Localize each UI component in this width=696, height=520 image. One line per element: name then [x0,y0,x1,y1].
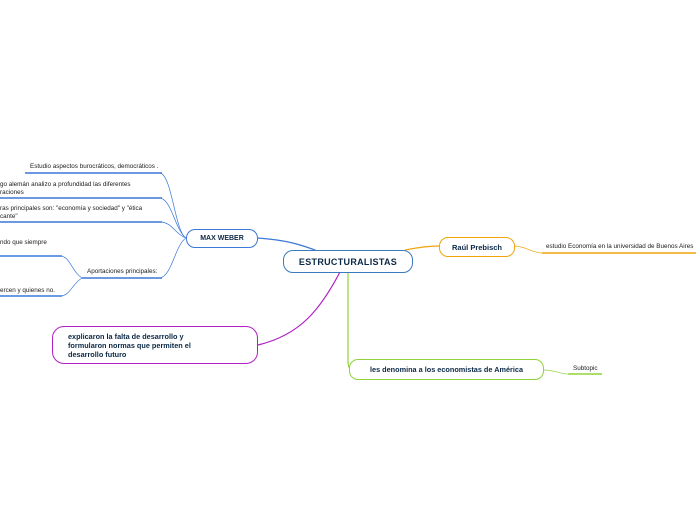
weber-leaf-4[interactable]: Aportaciones principales: [87,268,158,275]
weber-sublink-1 [59,255,83,279]
weber-link-4 [159,237,187,279]
desarrollo-topic-label: explicaron la falta de desarrollo y form… [68,331,191,359]
connector-desarrollo [257,271,341,346]
weber-leaf-2[interactable]: go alemán analizo a profundidad las dife… [0,181,131,196]
connector-weber [257,237,321,253]
central-topic[interactable]: ESTRUCTURALISTAS [283,250,413,273]
weber-leaf-1[interactable]: Estudio aspectos burocráticos, democráti… [30,163,159,170]
america-topic-label: les denomina a los economistas de Améric… [369,365,524,374]
prebisch-topic[interactable]: Raúl Prebisch [439,237,515,257]
weber-sublink-2 [59,277,83,297]
weber-leaf-3[interactable]: ras principales son: "economía y socieda… [0,205,143,220]
connector-america [347,272,354,371]
america-leaf[interactable]: Subtopic [573,365,598,372]
connector-prebisch [404,245,441,251]
prebisch-topic-label: Raúl Prebisch [451,242,503,252]
america-link [542,369,569,375]
weber-link-2 [159,197,187,239]
america-topic[interactable]: les denomina a los economistas de Améric… [349,359,544,380]
weber-topic[interactable]: MAX WEBER [186,229,258,248]
weber-topic-label: MAX WEBER [200,235,244,242]
prebisch-leaf[interactable]: estudio Economía en la universidad de Bu… [546,243,694,250]
weber-subleaf-1[interactable]: ndo que siempre [0,239,47,246]
desarrollo-topic[interactable]: explicaron la falta de desarrollo y form… [52,326,258,364]
weber-link-3 [159,221,187,239]
central-topic-label: ESTRUCTURALISTAS [298,256,398,267]
weber-subleaf-2[interactable]: ercen y quienes no. [0,287,55,294]
prebisch-link [514,245,543,254]
